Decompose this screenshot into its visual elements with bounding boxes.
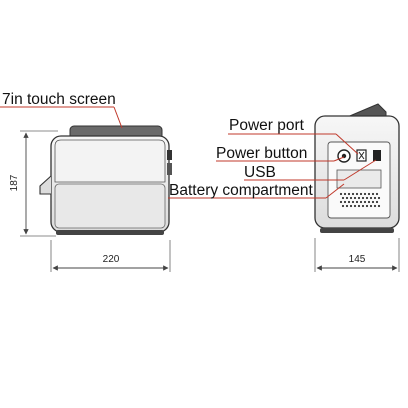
width-value: 220	[103, 254, 120, 265]
usb-callout: USB	[244, 159, 377, 181]
power-port-callout: Power port	[228, 117, 359, 155]
battery-callout: Battery compartment	[168, 182, 345, 199]
front-handle	[39, 175, 52, 195]
battery-label: Battery compartment	[169, 182, 314, 199]
side-base	[320, 228, 394, 233]
front-view	[39, 125, 172, 235]
width-dimension: 220	[50, 240, 171, 272]
height-value: 187	[9, 174, 20, 191]
depth-value: 145	[349, 254, 366, 265]
height-dimension: 187	[9, 130, 58, 237]
usb-port	[373, 150, 381, 161]
front-side-knob-2	[167, 163, 172, 175]
side-view	[314, 103, 400, 233]
vent-grid	[339, 192, 381, 208]
front-lower-panel	[54, 183, 166, 229]
front-base	[56, 230, 164, 235]
power-button-callout: Power button	[216, 145, 345, 162]
depth-dimension: 145	[314, 238, 400, 272]
front-side-knob	[167, 150, 172, 160]
power-button-label: Power button	[216, 145, 307, 162]
usb-label: USB	[244, 164, 276, 181]
front-upper-panel	[54, 139, 166, 183]
touch-screen-label: 7in touch screen	[2, 91, 116, 108]
touch-screen-callout: 7in touch screen	[0, 91, 123, 129]
power-port-label: Power port	[229, 117, 305, 134]
battery-compartment	[336, 169, 382, 189]
